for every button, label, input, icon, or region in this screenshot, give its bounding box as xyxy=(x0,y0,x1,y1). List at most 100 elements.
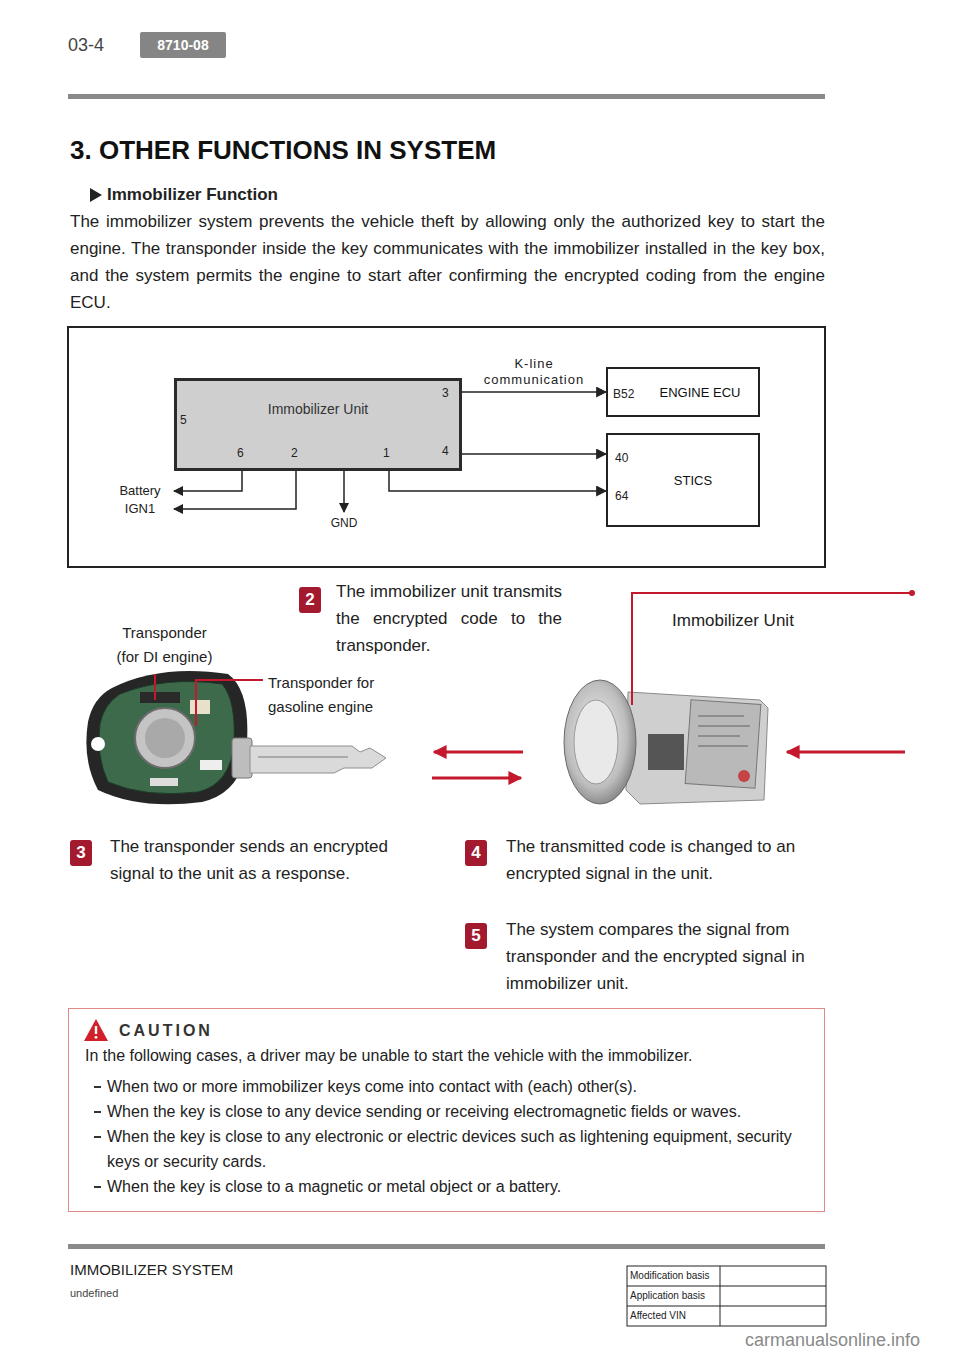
signal-line xyxy=(462,453,606,455)
caution-heading: CAUTION xyxy=(119,1018,808,1043)
line-label: K-line communication xyxy=(474,356,594,388)
callout-number: 4 xyxy=(465,840,487,866)
key-illustration xyxy=(135,708,195,768)
bullet-item: When the key is close to any electronic … xyxy=(85,1124,808,1174)
caution-icon xyxy=(84,1019,108,1041)
key-illustration xyxy=(200,760,222,770)
step-text: The immobilizer unit transmits the encry… xyxy=(336,578,562,659)
signal-arrow xyxy=(787,751,905,754)
pin-number: 5 xyxy=(180,413,187,427)
pin-number: 4 xyxy=(442,444,449,458)
part-name: Transponder (for DI engine) xyxy=(112,621,217,669)
signal-arrow xyxy=(432,752,905,778)
key-illustration xyxy=(91,737,105,751)
table-cell: Modification basis xyxy=(630,1270,709,1282)
immobilizer-unit-illustration xyxy=(574,700,618,784)
pin-number: 40 xyxy=(615,451,628,465)
leader-line xyxy=(632,593,912,705)
leader-line xyxy=(196,680,263,726)
key-illustration xyxy=(258,756,348,758)
header-rule xyxy=(68,94,825,99)
step-text: The system compares the signal from tran… xyxy=(506,916,822,997)
caution-item: When the key is close to any electronic … xyxy=(107,1124,808,1174)
caution-text: In the following cases, a driver may be … xyxy=(85,1043,808,1068)
section-code: 8710-08 xyxy=(157,37,208,53)
pin-number: 64 xyxy=(615,489,628,503)
footer-note: undefined xyxy=(70,1287,118,1300)
table-cell: Application basis xyxy=(630,1290,705,1302)
revision-table xyxy=(627,1266,826,1326)
pin-number: 3 xyxy=(442,386,449,400)
caution-icon xyxy=(84,1019,108,1041)
immobilizer-unit-illustration xyxy=(626,692,768,804)
pin-number: 6 xyxy=(237,446,244,460)
callout-number: 2 xyxy=(299,587,321,613)
signal-line xyxy=(389,471,606,491)
pin-number: 1 xyxy=(383,446,390,460)
caution-box: CAUTIONIn the following cases, a driver … xyxy=(68,1008,825,1212)
signal-arrow xyxy=(432,777,521,780)
watermark: carmanualsonline.info xyxy=(745,1329,920,1351)
caution-item: When the key is close to a magnetic or m… xyxy=(107,1174,808,1199)
pin-number: 2 xyxy=(291,446,298,460)
signal-line xyxy=(462,391,606,393)
page-title: 3. OTHER FUNCTIONS IN SYSTEM xyxy=(70,135,496,166)
key-illustration xyxy=(99,682,234,794)
key-illustration xyxy=(145,718,185,758)
module-name: Immobilizer Unit xyxy=(268,401,368,417)
key-illustration xyxy=(190,700,210,714)
caution-icon xyxy=(95,1036,98,1039)
wire xyxy=(174,471,242,491)
immobilizer-unit-illustration xyxy=(564,680,636,804)
section-bullet xyxy=(90,188,102,202)
immobilizer-unit-illustration xyxy=(648,734,684,770)
module-name: ENGINE ECU xyxy=(660,385,741,400)
immobilizer-unit-illustration xyxy=(564,680,768,804)
wire xyxy=(174,471,296,509)
module-name: STICS xyxy=(674,473,712,488)
immobilizer-unit-illustration xyxy=(685,700,761,789)
step-text: The transmitted code is changed to an en… xyxy=(506,833,822,887)
bullet-dash xyxy=(94,1111,101,1113)
caution-item: When the key is close to any device send… xyxy=(107,1099,808,1124)
bullet-item: When the key is close to a magnetic or m… xyxy=(85,1174,808,1199)
bullet-item: When the key is close to any device send… xyxy=(85,1099,808,1124)
key-illustration xyxy=(232,738,252,778)
body-paragraph: The immobilizer system prevents the vehi… xyxy=(70,208,825,316)
bullet-item: When two or more immobilizer keys come i… xyxy=(85,1074,808,1099)
module-box: Immobilizer Unit xyxy=(174,378,462,471)
header-tab: 8710-08 xyxy=(140,32,226,58)
key-illustration xyxy=(140,692,180,703)
wire xyxy=(174,471,344,512)
footer-rule xyxy=(68,1244,825,1249)
part-name: Immobilizer Unit xyxy=(672,611,794,631)
key-illustration xyxy=(86,671,247,804)
part-name: Transponder for gasoline engine xyxy=(268,671,398,719)
key-illustration xyxy=(86,671,386,804)
page-number: 03-4 xyxy=(68,34,104,56)
step-text: The transponder sends an encrypted signa… xyxy=(110,833,420,887)
caution-item: When two or more immobilizer keys come i… xyxy=(107,1074,808,1099)
wire xyxy=(343,471,345,512)
bullet-dash xyxy=(94,1186,101,1188)
wire-label: GND xyxy=(324,516,364,530)
wire-label: IGN1 xyxy=(110,501,170,517)
immobilizer-unit-illustration xyxy=(738,770,750,782)
bullet-dash xyxy=(94,1086,101,1088)
footer-title: IMMOBILIZER SYSTEM xyxy=(70,1261,233,1279)
module-box: STICS xyxy=(606,433,760,527)
immobilizer-unit-illustration xyxy=(698,716,750,746)
key-illustration xyxy=(250,746,386,773)
callout-number: 5 xyxy=(465,923,487,949)
diagram-frame xyxy=(68,327,825,567)
caution-icon xyxy=(95,1026,97,1034)
revision-table xyxy=(627,1266,826,1326)
pin-name: B52 xyxy=(613,387,634,401)
signal-arrow xyxy=(434,751,523,754)
table-cell: Affected VIN xyxy=(630,1310,686,1322)
section-heading: Immobilizer Function xyxy=(107,185,278,205)
revision-table xyxy=(627,1266,826,1326)
key-illustration xyxy=(150,778,178,786)
wire-label: Battery xyxy=(110,483,170,499)
